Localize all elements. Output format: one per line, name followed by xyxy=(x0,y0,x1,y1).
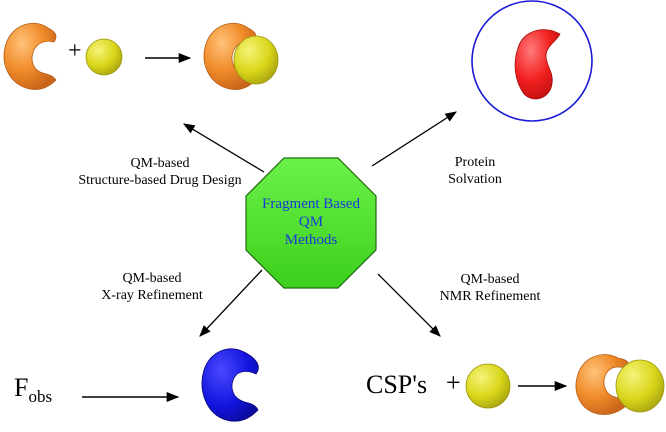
arrow-to-drug-design xyxy=(182,123,265,173)
ligand-sphere xyxy=(85,38,123,76)
nmr-protein-ligand-complex xyxy=(575,354,665,415)
label-nmr-line1: QM-based xyxy=(460,272,519,287)
protein-c-shape xyxy=(3,22,57,90)
label-solvation: Protein Solvation xyxy=(448,155,502,187)
nmr-panel: CSP's + xyxy=(366,354,665,415)
arrow-to-xray xyxy=(199,269,263,337)
label-drug-design-line2: Structure-based Drug Design xyxy=(78,173,241,188)
xray-panel: Fobs xyxy=(14,348,259,422)
label-solvation-line1: Protein xyxy=(455,155,495,170)
drug-design-panel: + xyxy=(3,22,279,90)
label-nmr: QM-based NMR Refinement xyxy=(440,272,541,304)
center-label-line3: Methods xyxy=(285,232,338,248)
nmr-ligand-sphere xyxy=(465,363,511,409)
label-solvation-line2: Solvation xyxy=(448,172,502,187)
label-xray-line1: QM-based xyxy=(122,271,181,286)
arrow-to-solvation xyxy=(371,111,457,167)
csp-label: CSP's xyxy=(366,370,427,399)
label-xray: QM-based X-ray Refinement xyxy=(101,271,203,303)
center-label-line1: Fragment Based xyxy=(262,196,360,212)
protein-ligand-complex xyxy=(203,22,279,90)
plus-sign: + xyxy=(68,38,82,64)
electron-density-c-shape xyxy=(201,348,259,422)
label-drug-design: QM-based Structure-based Drug Design xyxy=(78,156,241,188)
fobs-symbol: Fobs xyxy=(14,373,52,406)
center-label-line2: QM xyxy=(299,214,323,230)
label-drug-design-line1: QM-based xyxy=(130,156,189,171)
solvent-boundary-circle xyxy=(471,0,593,122)
arrow-to-nmr xyxy=(377,273,441,337)
nmr-plus-sign: + xyxy=(446,368,461,397)
solute-droplet xyxy=(514,29,561,100)
label-nmr-line2: NMR Refinement xyxy=(440,289,541,304)
solvation-panel xyxy=(471,0,593,122)
label-xray-line2: X-ray Refinement xyxy=(101,288,203,303)
central-octagon: Fragment Based QM Methods xyxy=(245,157,377,289)
